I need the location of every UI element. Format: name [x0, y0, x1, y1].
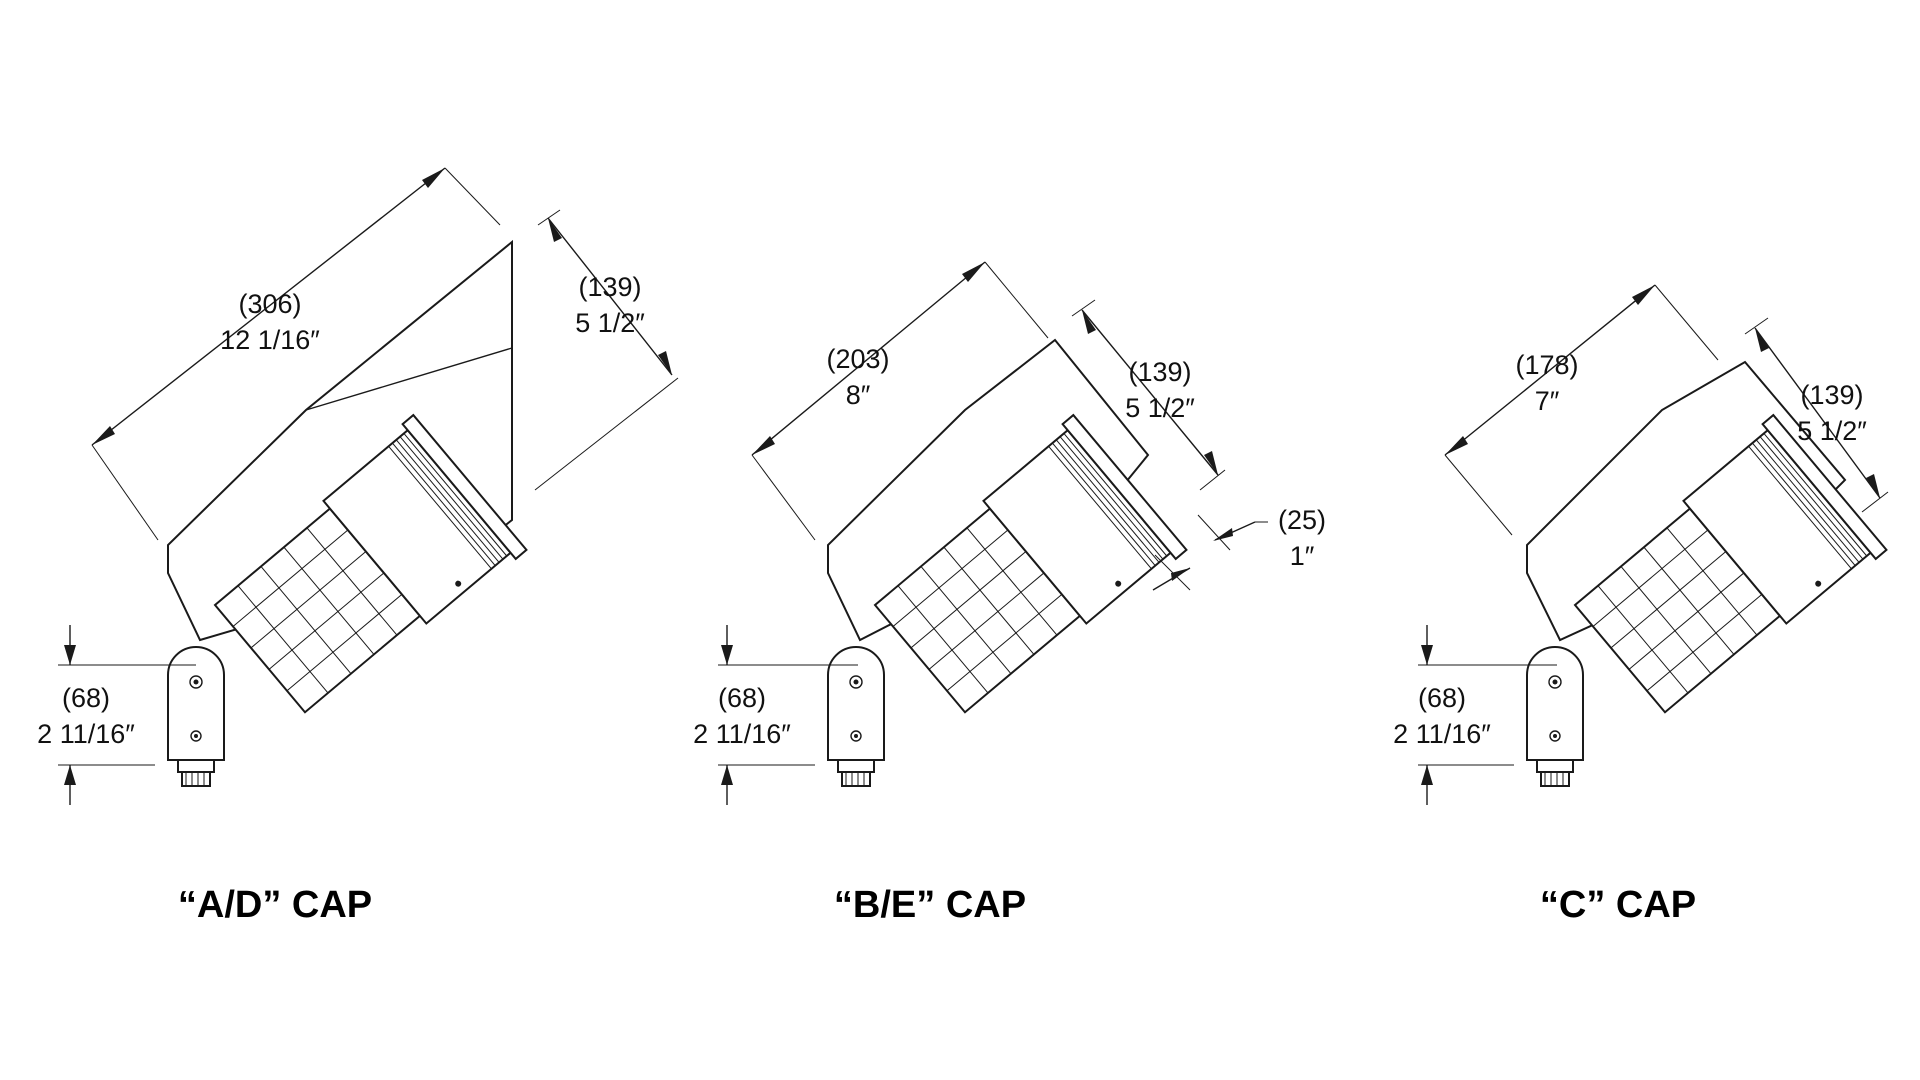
dim-depth-b-e: [1071, 299, 1226, 491]
mount-mm-c: (68): [1418, 683, 1466, 713]
length-in-b-e: 8″: [846, 380, 871, 410]
mount-in-b-e: 2 11/16″: [693, 719, 791, 749]
mount-in-c: 2 11/16″: [1393, 719, 1491, 749]
length-in-c: 7″: [1535, 386, 1560, 416]
dim-depth-a-d: [534, 209, 679, 491]
depth-mm-a-d: (139): [578, 272, 641, 302]
mount-mm-b-e: (68): [718, 683, 766, 713]
dim-lip-b-e: [1152, 514, 1268, 591]
caption-c: “C” CAP: [1540, 884, 1696, 926]
fixture-b-e: [827, 338, 1188, 787]
drawing-b-e: (203) 8″ (139) 5 1/2″ (25) 1″: [693, 261, 1326, 926]
dim-mount-a-d: [58, 625, 196, 805]
length-mm-a-d: (306): [238, 289, 301, 319]
dim-depth-c: [1744, 317, 1889, 513]
drawing-a-d: (306) 12 1/16″ (139) 5 1/2″ (68) 2 11/16…: [37, 167, 679, 926]
dim-length-a-d: [91, 167, 501, 541]
mount-mm-a-d: (68): [62, 683, 110, 713]
length-mm-c: (178): [1515, 350, 1578, 380]
dim-length-c: [1444, 284, 1719, 536]
drawing-c: (178) 7″ (139) 5 1/2″ (68) 2 11/16″ “C” …: [1393, 284, 1889, 926]
length-mm-b-e: (203): [826, 344, 889, 374]
dim-mount-c: [1418, 625, 1557, 805]
depth-mm-b-e: (139): [1128, 357, 1191, 387]
caption-a-d: “A/D” CAP: [178, 884, 372, 926]
depth-in-b-e: 5 1/2″: [1125, 393, 1195, 423]
lip-mm-b-e: (25): [1278, 505, 1326, 535]
dim-mount-b-e: [718, 625, 858, 805]
dim-length-b-e: [751, 261, 1049, 541]
length-in-a-d: 12 1/16″: [220, 325, 320, 355]
lip-in-b-e: 1″: [1290, 541, 1315, 571]
caption-b-e: “B/E” CAP: [834, 884, 1026, 926]
depth-mm-c: (139): [1800, 380, 1863, 410]
depth-in-c: 5 1/2″: [1797, 416, 1867, 446]
mount-in-a-d: 2 11/16″: [37, 719, 135, 749]
depth-in-a-d: 5 1/2″: [575, 308, 645, 338]
fixture-c: [1526, 360, 1888, 787]
fixture-a-d: [167, 239, 528, 787]
